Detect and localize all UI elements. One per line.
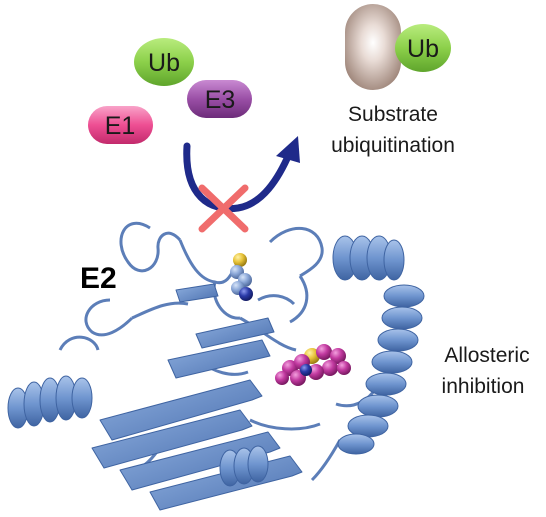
blocked-cross-icon (198, 184, 249, 233)
inhibitor-spheres (275, 344, 351, 386)
e1-pill: E1 (88, 106, 153, 144)
ub-pill-label: Ub (148, 49, 180, 77)
e3-pill-label: E3 (205, 86, 236, 114)
active-site-spheres (230, 253, 253, 301)
helix-left (7, 375, 93, 429)
substrate-label-line2: ubiquitination (331, 134, 455, 157)
helix-bottom (219, 445, 269, 487)
substrate-capsule (345, 4, 401, 90)
allosteric-label-line2: inhibition (442, 375, 525, 398)
e3-pill: E3 (187, 80, 252, 118)
substrate-label-line1: Substrate (348, 103, 438, 126)
e2-label: E2 (80, 262, 117, 295)
substrate-ub-pill (395, 24, 451, 72)
substrate-ub-label: Ub (407, 35, 439, 63)
helix-right (337, 284, 425, 455)
pathway-arrow (183, 136, 300, 213)
e1-pill-label: E1 (105, 112, 136, 140)
substrate-ub-complex: Ub (345, 4, 451, 90)
beta-sheet (91, 283, 303, 511)
e2-protein-ribbon (7, 221, 425, 511)
allosteric-label-line1: Allosteric (444, 344, 529, 367)
ub-pill: Ub (134, 38, 194, 86)
arrow-head (276, 136, 300, 163)
helix-top-right (332, 235, 405, 281)
